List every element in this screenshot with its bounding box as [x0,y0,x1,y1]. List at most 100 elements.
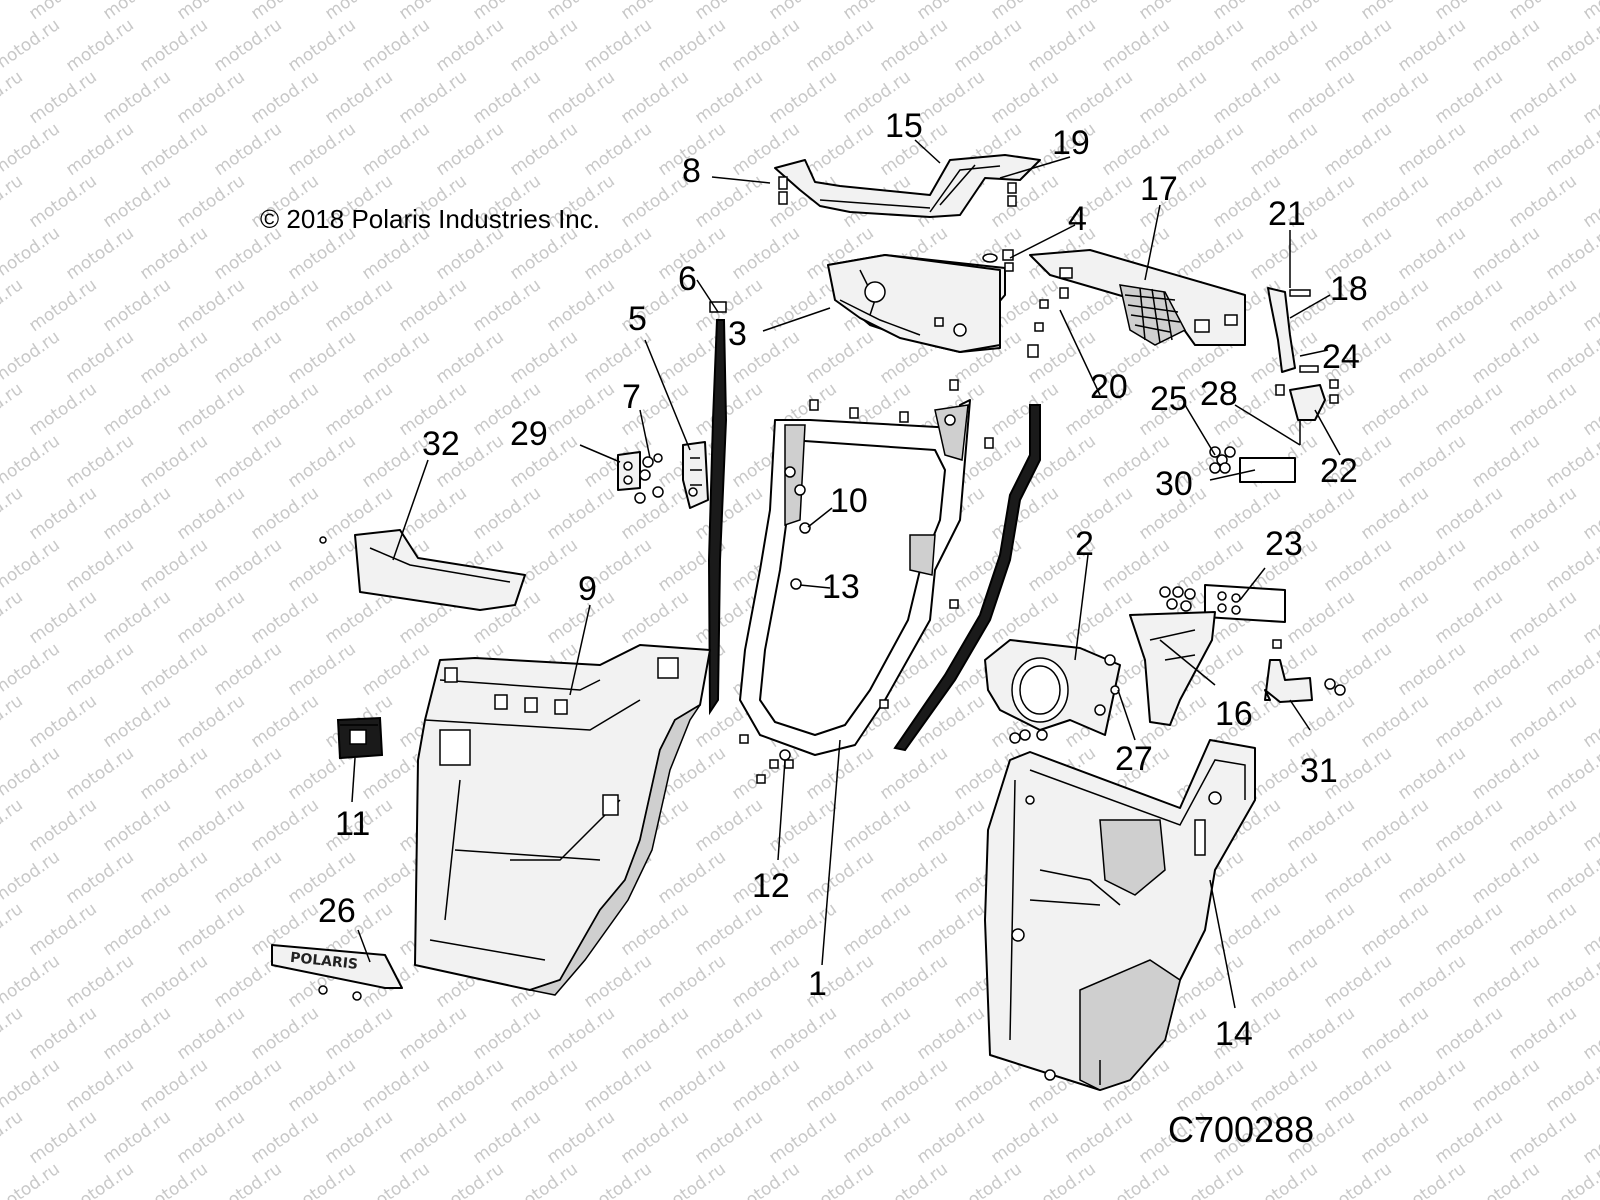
diagram-id: C700288 [1168,1109,1314,1150]
watermark-text: motod.ru [1468,119,1543,180]
watermark-text: motod.ru [173,795,248,856]
part-32-armrest[interactable] [319,529,526,611]
part-1-door-frame[interactable] [739,379,994,784]
watermark-text: motod.ru [284,1055,359,1116]
watermark-text: motod.ru [247,379,322,440]
watermark-text: motod.ru [691,67,766,128]
watermark-text: motod.ru [913,795,988,856]
watermark-text: motod.ru [173,1003,248,1064]
part-15-upper-trim[interactable] [774,154,1041,218]
watermark-text: motod.ru [1394,951,1469,1012]
watermark-text: motod.ru [1431,483,1506,544]
watermark-text: motod.ru [1283,67,1358,128]
watermark-text: motod.ru [1357,67,1432,128]
part-5-latch[interactable] [682,441,709,509]
callout-2: 2 [1075,525,1094,563]
watermark-text: motod.ru [1394,223,1469,284]
watermark-text: motod.ru [913,1003,988,1064]
part-18-hinge-bracket[interactable] [1267,287,1319,373]
watermark-text: motod.ru [802,15,877,76]
watermark-text: motod.ru [765,1107,840,1168]
part-26-nameplate[interactable]: POLARIS [271,944,403,1001]
watermark-text: motod.ru [1579,1107,1600,1168]
right-door-seal[interactable] [893,404,1041,752]
watermark-text: motod.ru [358,1055,433,1116]
watermark-text: motod.ru [247,691,322,752]
watermark-text: motod.ru [691,379,766,440]
part-11-latch-handle[interactable] [336,716,384,760]
watermark-text: motod.ru [802,1055,877,1116]
watermark-text: motod.ru [580,119,655,180]
fasteners-4-19-20[interactable] [982,249,1069,358]
watermark-text: motod.ru [1394,847,1469,908]
watermark-text: motod.ru [284,15,359,76]
watermark-text: motod.ru [1468,431,1543,492]
part-17-mesh-panel[interactable] [1029,249,1246,346]
part-3-upper-panel[interactable] [827,254,1006,353]
watermark-text: motod.ru [913,899,988,960]
watermark-text: motod.ru [99,691,174,752]
watermark-text: motod.ru [1579,795,1600,856]
watermark-text: motod.ru [876,743,951,804]
watermark-text: motod.ru [1468,535,1543,596]
watermark-text: motod.ru [99,587,174,648]
watermark-text: motod.ru [876,951,951,1012]
watermark-text: motod.ru [1505,483,1580,544]
callout-21: 21 [1268,195,1306,233]
watermark-text: motod.ru [247,1003,322,1064]
watermark-text: motod.ru [210,639,285,700]
watermark-text: motod.ru [1061,1107,1136,1168]
watermark-text: motod.ru [987,379,1062,440]
callout-9: 9 [578,570,597,608]
part-9-outer-door-panel[interactable] [414,644,711,996]
watermark-text: motod.ru [173,691,248,752]
watermark-text: motod.ru [1320,951,1395,1012]
watermark-text: motod.ru [839,1107,914,1168]
watermark-text: motod.ru [321,1003,396,1064]
watermark-text: motod.ru [580,951,655,1012]
watermark-text: motod.ru [99,1107,174,1168]
watermark-text: motod.ru [62,951,137,1012]
watermark-text: motod.ru [136,1159,211,1200]
watermark-text: motod.ru [691,795,766,856]
part-29-bracket[interactable] [617,451,664,504]
watermark-text: motod.ru [765,0,840,24]
watermark-text: motod.ru [1431,1107,1506,1168]
callout-1: 1 [808,965,827,1003]
fasteners-misc[interactable] [779,522,1120,761]
watermark-text: motod.ru [395,1003,470,1064]
part-16-speaker-pod[interactable] [1129,611,1216,726]
watermark-text: motod.ru [284,1159,359,1200]
watermark-text: motod.ru [802,1159,877,1200]
watermark-text: motod.ru [1505,587,1580,648]
watermark-text: motod.ru [0,1055,64,1116]
watermark-text: motod.ru [1209,0,1284,24]
part-14-inner-door-panel[interactable] [984,739,1256,1091]
watermark-text: motod.ru [506,327,581,388]
part-2-speaker-bracket[interactable] [984,639,1121,744]
part-31-bracket[interactable] [1264,639,1346,703]
watermark-text: motod.ru [765,67,840,128]
watermark-text: motod.ru [1468,327,1543,388]
watermark-text: motod.ru [358,15,433,76]
watermark-text: motod.ru [580,1159,655,1200]
watermark-text: motod.ru [1468,743,1543,804]
callout-15: 15 [885,107,923,145]
callout-labels: 8 15 19 4 17 21 18 24 20 25 28 22 30 23 … [318,107,1368,1053]
part-23-label-plate[interactable] [1159,584,1286,623]
watermark-text: motod.ru [136,1055,211,1116]
watermark-text: motod.ru [173,0,248,24]
watermark-text: motod.ru [1357,171,1432,232]
watermark-text: motod.ru [395,483,470,544]
watermark-text: motod.ru [62,639,137,700]
watermark-text: motod.ru [1061,587,1136,648]
watermark-text: motod.ru [617,0,692,24]
callout-10: 10 [830,482,868,520]
watermark-text: motod.ru [432,15,507,76]
watermark-text: motod.ru [62,535,137,596]
watermark-text: motod.ru [1246,1159,1321,1200]
watermark-text: motod.ru [173,483,248,544]
watermark-text: motod.ru [1246,847,1321,908]
watermark-text: motod.ru [654,15,729,76]
callout-13: 13 [822,568,860,606]
